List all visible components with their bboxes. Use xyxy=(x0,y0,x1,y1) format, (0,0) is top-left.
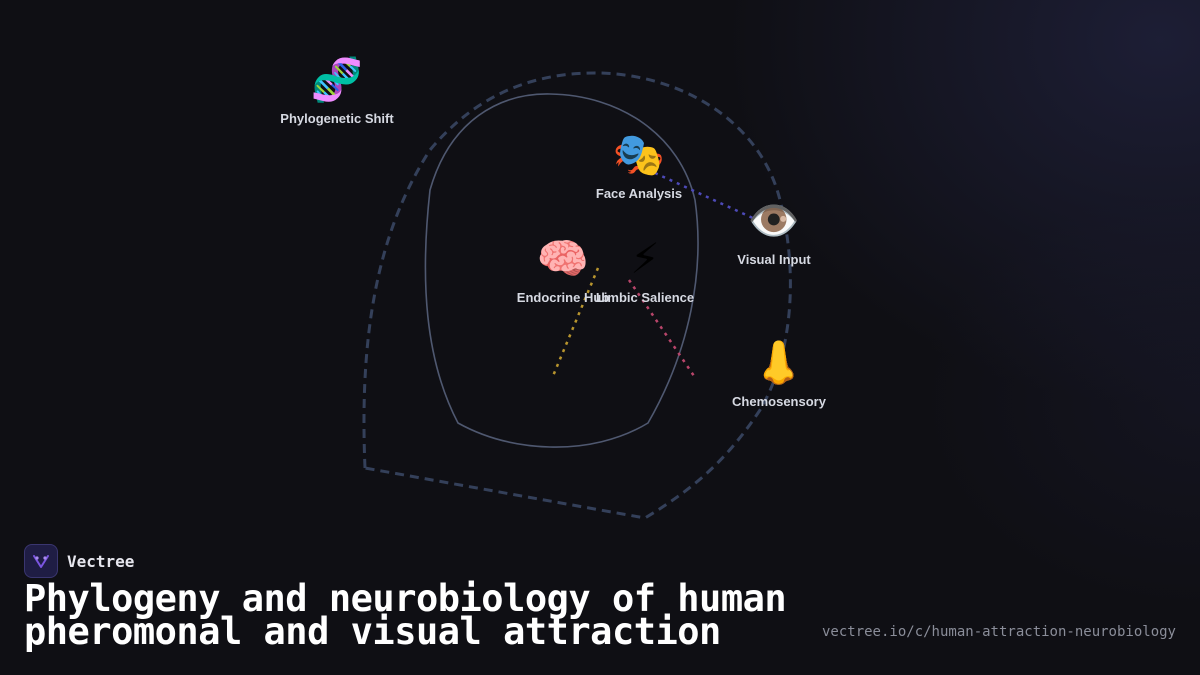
node-label: Face Analysis xyxy=(595,186,683,201)
lightning-icon: ⚡ xyxy=(630,234,660,283)
nose-icon: 👃 xyxy=(752,338,806,387)
dna-icon: 🧬 xyxy=(310,55,364,104)
connector-face-visual xyxy=(654,171,756,221)
page-url[interactable]: vectree.io/c/human-attraction-neurobiolo… xyxy=(821,624,1176,640)
eye-icon: 👁️ xyxy=(747,196,801,245)
node-label: Visual Input xyxy=(737,252,811,267)
node-chemosensory: 👃 Chemosensory xyxy=(732,338,826,409)
node-label: Limbic Salience xyxy=(595,290,695,305)
node-phylogenetic-shift: 🧬 Phylogenetic Shift xyxy=(280,55,393,126)
connector-limbic-chemo xyxy=(627,279,696,377)
theater-masks-icon: 🎭 xyxy=(612,130,666,179)
node-label: Phylogenetic Shift xyxy=(280,111,394,126)
node-face-analysis: 🎭 Face Analysis xyxy=(596,130,682,201)
connector-endocrine-limbic xyxy=(551,267,600,377)
inner-brain-outline xyxy=(424,93,699,448)
vectree-logo-icon xyxy=(24,544,58,578)
node-label: Chemosensory xyxy=(732,394,826,409)
brand-name: Vectree xyxy=(67,551,135,571)
node-limbic-salience: ⚡ Limbic Salience xyxy=(596,234,694,305)
brand[interactable]: Vectree xyxy=(24,544,134,578)
page-title: Phylogeny and neurobiology of human pher… xyxy=(24,577,787,653)
outer-head-outline xyxy=(362,71,792,520)
node-visual-input: 👁️ Visual Input xyxy=(737,196,810,267)
node-label: Endocrine Hub xyxy=(516,290,610,305)
brain-icon: 🧠 xyxy=(536,234,590,283)
node-endocrine-hub: 🧠 Endocrine Hub xyxy=(517,234,609,305)
